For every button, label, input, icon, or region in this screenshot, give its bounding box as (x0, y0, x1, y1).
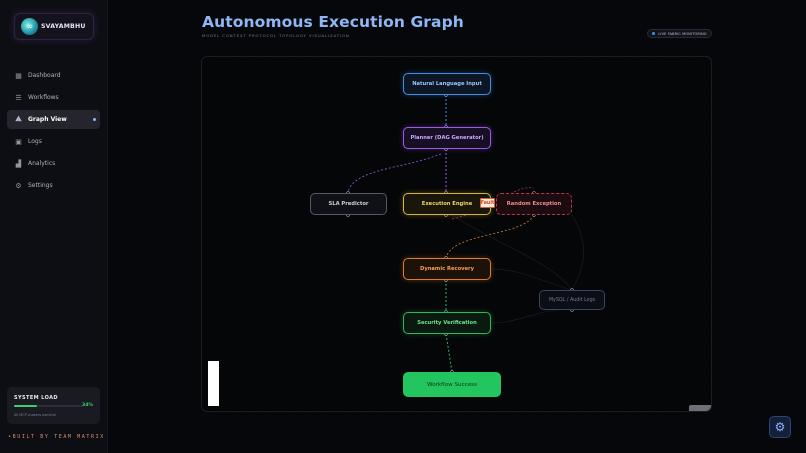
sidebar-item-label: Graph View (28, 116, 67, 123)
node-random-exception[interactable]: Random Exception (496, 193, 572, 215)
system-load-bar (14, 405, 83, 407)
footer-credit: •BUILT BY TEAM MATRIX (8, 434, 105, 440)
live-badge-label: LIVE FABRIC MONITORING (658, 31, 707, 36)
live-status-dot (652, 32, 656, 35)
list-icon: ☰ (15, 93, 22, 102)
canvas-corner-tab[interactable] (689, 405, 711, 411)
sidebar-item-label: Workflows (28, 94, 59, 101)
live-monitoring-badge[interactable]: LIVE FABRIC MONITORING (647, 29, 712, 38)
system-load-title: SYSTEM LOAD (14, 395, 58, 401)
gear-icon: ⚙ (15, 181, 22, 190)
node-dynamic-recovery[interactable]: Dynamic Recovery (403, 258, 491, 280)
system-load-caption: All MCP clusters nominal (14, 413, 56, 417)
sidebar-item-label: Dashboard (28, 72, 61, 79)
sidebar-item-dashboard[interactable]: ▦ Dashboard (7, 66, 100, 85)
sidebar-item-logs[interactable]: ▣ Logs (7, 132, 100, 151)
node-sla-predictor[interactable]: SLA Predictor (310, 193, 387, 215)
fault-badge: Fault (480, 198, 495, 208)
sidebar-item-settings[interactable]: ⚙ Settings (7, 176, 100, 195)
edge-security-success (445, 333, 453, 373)
page-title: Autonomous Execution Graph (202, 13, 464, 31)
graph-edges (202, 57, 711, 411)
blank-panel (208, 361, 219, 406)
settings-cog-icon[interactable]: ⚙ (769, 416, 791, 438)
sidebar-nav: ▦ Dashboard ☰ Workflows ⟁ Graph View ▣ L… (7, 66, 100, 198)
edge-planner-sla (347, 153, 442, 194)
active-indicator-dot (93, 118, 96, 121)
node-natural-language-input[interactable]: Natural Language Input (403, 73, 491, 95)
node-security-verification[interactable]: Security Verification (403, 312, 491, 334)
node-execution-engine[interactable]: Execution Engine (403, 193, 491, 215)
sidebar-item-label: Logs (28, 138, 42, 145)
bar-chart-icon: ▟ (15, 159, 22, 168)
node-workflow-success[interactable]: Workflow Success (403, 372, 501, 397)
node-planner[interactable]: Planner (DAG Generator) (403, 127, 491, 149)
edge-recovery-mysql (490, 268, 573, 291)
brand-logo-box[interactable]: ∞ SVAYAMBHU (14, 13, 94, 40)
grid-icon: ▦ (15, 71, 22, 80)
edge-random-recovery (445, 214, 535, 259)
sidebar-item-label: Settings (28, 182, 53, 189)
page-subtitle: MODEL CONTEXT PROTOCOL TOPOLOGY VISUALIZ… (202, 33, 350, 38)
edge-random-mysql (571, 214, 584, 291)
sidebar: ∞ SVAYAMBHU ▦ Dashboard ☰ Workflows ⟁ Gr… (0, 0, 108, 453)
graph-icon: ⟁ (15, 115, 22, 123)
sidebar-item-graph-view[interactable]: ⟁ Graph View (7, 110, 100, 129)
sidebar-item-analytics[interactable]: ▟ Analytics (7, 154, 100, 173)
edge-exec-mysql (451, 214, 573, 291)
graph-canvas[interactable]: Natural Language Input Planner (DAG Gene… (201, 56, 712, 412)
brand-name: SVAYAMBHU (41, 23, 86, 30)
infinity-logo-icon: ∞ (21, 18, 38, 35)
terminal-icon: ▣ (15, 137, 22, 146)
sidebar-item-workflows[interactable]: ☰ Workflows (7, 88, 100, 107)
system-load-value: 34% (82, 403, 93, 408)
node-mysql-audit-logs[interactable]: MySQL / Audit Logs (539, 290, 605, 310)
sidebar-item-label: Analytics (28, 160, 56, 167)
system-load-fill (14, 405, 38, 407)
system-load-card: SYSTEM LOAD 34% All MCP clusters nominal (7, 387, 100, 424)
